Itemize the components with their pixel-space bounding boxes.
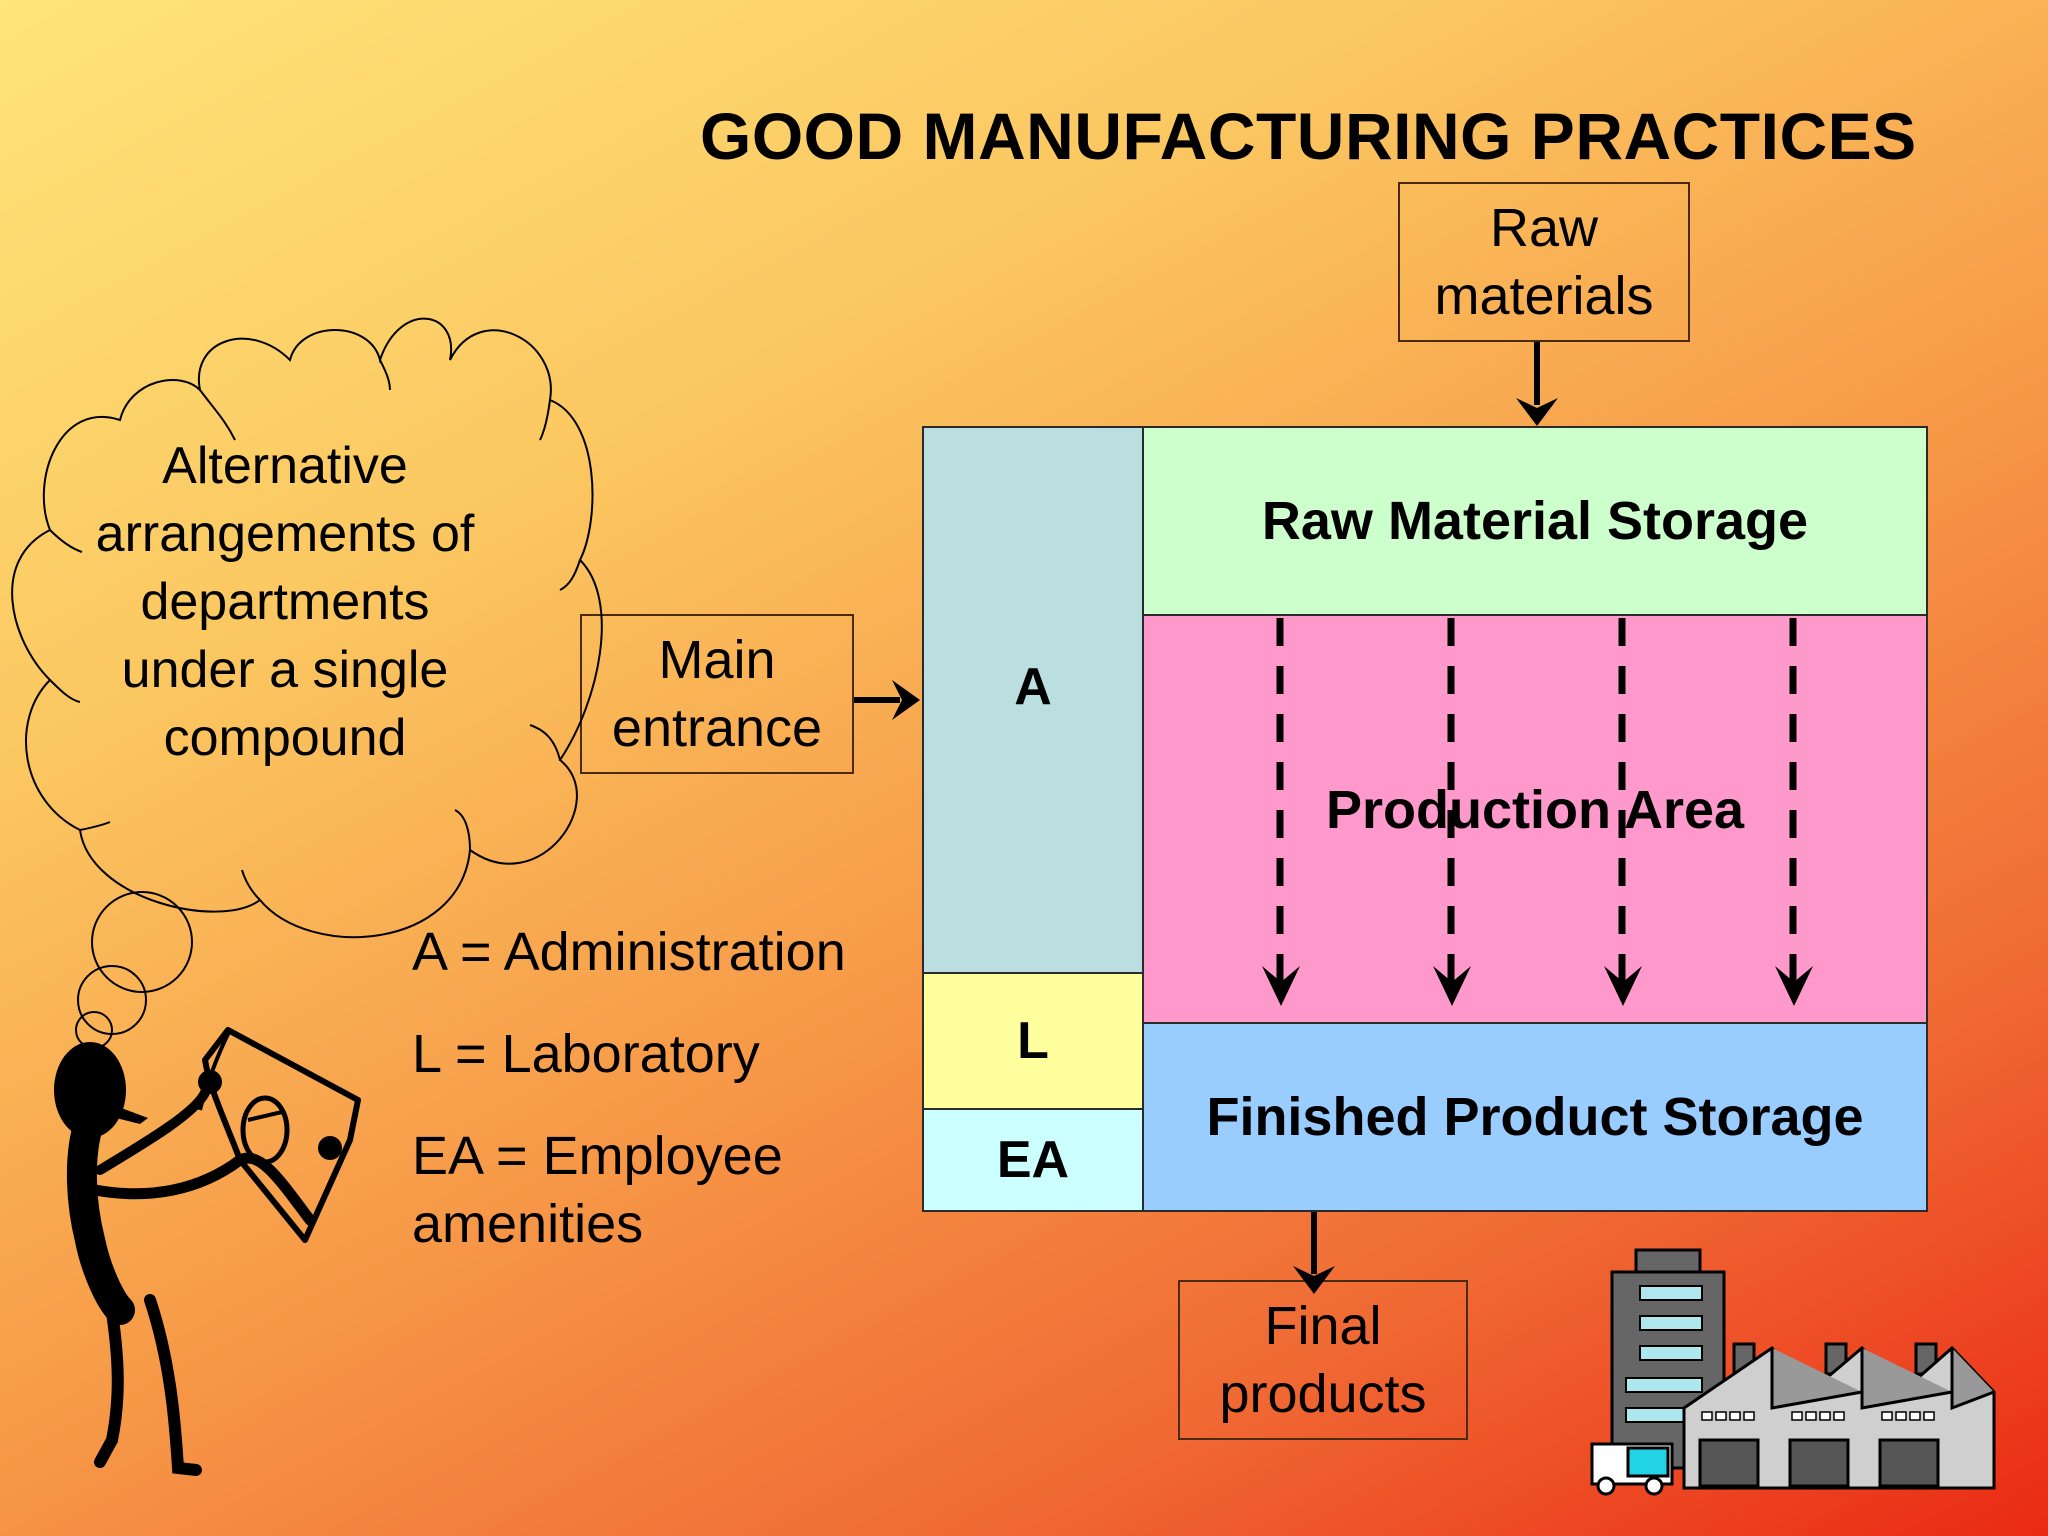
- zone-employee-amenities-label: EA: [996, 1131, 1070, 1189]
- legend-employee-amenities: EA = Employee: [412, 1126, 783, 1186]
- legend-administration: A = Administration: [412, 922, 846, 982]
- main-entrance-box: Main entrance: [580, 614, 854, 774]
- raw-materials-label: Raw materials: [1434, 198, 1654, 326]
- production-flow-arrowheads: [1262, 966, 1813, 1006]
- main-entrance-label: Main entrance: [611, 630, 823, 758]
- raw-materials-box: Raw materials: [1398, 182, 1690, 342]
- factory-illustration: [1590, 1248, 1996, 1496]
- arrow-raw-materials-in: [1516, 342, 1558, 426]
- page-title: GOOD MANUFACTURING PRACTICES: [700, 99, 1917, 173]
- final-products-box: Final products: [1178, 1280, 1468, 1440]
- zone-employee-amenities: EA: [922, 1108, 1144, 1212]
- thought-cloud: [11, 317, 603, 1049]
- arrow-main-entrance: [854, 680, 920, 720]
- zone-finished-product-storage: Finished Product Storage: [1142, 1022, 1928, 1212]
- legend-employee-amenities-cont: amenities: [412, 1194, 644, 1254]
- zone-finished-product-storage-label: Finished Product Storage: [1206, 1087, 1864, 1147]
- final-products-label: Final products: [1219, 1296, 1427, 1424]
- cloud-text: Alternative arrangements of departments …: [95, 437, 475, 767]
- zone-production-area-label: Production Area: [1325, 780, 1745, 840]
- zone-laboratory-label: L: [1017, 1012, 1049, 1070]
- zone-production-area: Production Area: [1142, 614, 1928, 1024]
- thinking-figure-illustration: [54, 1027, 361, 1476]
- zone-administration-label: A: [1014, 658, 1052, 716]
- production-flow-arrows: [1276, 618, 1797, 990]
- arrow-final-products: [1293, 1212, 1335, 1294]
- zone-administration: A: [922, 426, 1144, 974]
- zone-raw-material-storage-label: Raw Material Storage: [1261, 491, 1809, 551]
- zone-raw-material-storage: Raw Material Storage: [1142, 426, 1928, 616]
- legend-laboratory: L = Laboratory: [412, 1024, 760, 1084]
